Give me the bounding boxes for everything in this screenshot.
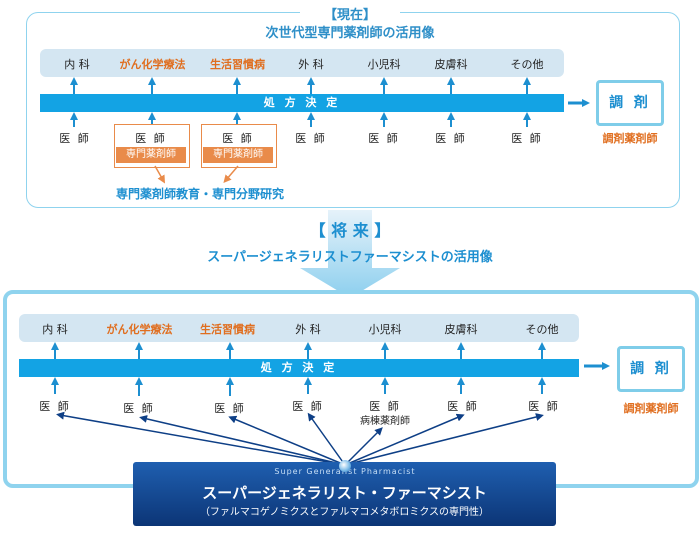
doctor-b5: 医 師 (369, 400, 401, 413)
current-title: 【現在】 (300, 4, 400, 23)
specialist-tag-1: 専門薬剤師 (116, 147, 186, 163)
doctor-1: 医 師 (59, 132, 91, 145)
current-subtitle: 次世代型専門薬剤師の活用像 (265, 26, 435, 41)
doctor-b1: 医 師 (39, 400, 71, 413)
sgp-radiating-arrows (56, 411, 544, 466)
dept-chemotherapy-b: がん化学療法 (106, 323, 173, 336)
dept-dermatology: 皮膚科 (434, 58, 468, 71)
dept-other-b: その他 (525, 323, 559, 336)
doctor-b7: 医 師 (528, 400, 560, 413)
doctor-7: 医 師 (511, 132, 543, 145)
prescription-decision-bar-top: 処 方 決 定 (40, 94, 564, 112)
dept-surgery-b: 外 科 (295, 323, 321, 336)
dept-up-arrows-bottom (51, 342, 546, 359)
decision-up-arrows-bottom (51, 377, 546, 396)
dept-surgery: 外 科 (298, 58, 324, 71)
dispensing-pharmacist-top: 調剤薬剤師 (602, 132, 658, 145)
bottom-arrows-layer (51, 342, 610, 466)
dept-internal: 内 科 (64, 58, 90, 71)
dept-chemotherapy: がん化学療法 (119, 58, 186, 71)
dept-dermatology-b: 皮膚科 (444, 323, 478, 336)
dispensing-box-top: 調 剤 (596, 80, 664, 126)
ward-pharmacist: 病棟薬剤師 (360, 416, 410, 427)
doctor-5: 医 師 (368, 132, 400, 145)
doctor-4: 医 師 (295, 132, 327, 145)
prescription-decision-bar-bottom: 処 方 決 定 (19, 359, 579, 377)
sgp-title: スーパージェネラリスト・ファーマシスト (202, 484, 487, 502)
dispensing-box-bottom: 調 剤 (617, 346, 685, 392)
specialist-tag-2: 専門薬剤師 (203, 147, 273, 163)
dispensing-pharmacist-bottom: 調剤薬剤師 (623, 402, 679, 415)
super-generalist-box (133, 462, 556, 526)
doctor-6: 医 師 (435, 132, 467, 145)
doctor-b4: 医 師 (292, 400, 324, 413)
doctor-b2: 医 師 (123, 402, 155, 415)
top-arrows-layer (70, 77, 590, 184)
dept-pediatrics-b: 小児科 (368, 323, 402, 336)
dept-internal-b: 内 科 (42, 323, 68, 336)
dept-lifestyle-b: 生活習慣病 (200, 323, 255, 336)
doctor-b3: 医 師 (214, 402, 246, 415)
decision-up-arrows-top (70, 112, 531, 127)
dept-up-arrows-top (70, 77, 531, 94)
education-arrows (154, 165, 239, 184)
department-band-bottom (19, 314, 579, 342)
doctor-3: 医 師 (222, 132, 254, 145)
education-note: 専門薬剤師教育・専門分野研究 (115, 187, 284, 201)
doctor-2: 医 師 (135, 132, 167, 145)
future-subtitle: スーパージェネラリストファーマシストの活用像 (207, 250, 493, 265)
sgp-subtitle: （ファルマコゲノミクスとファルマコメタボロミクスの専門性） (199, 507, 490, 518)
dept-other: その他 (510, 58, 544, 71)
dept-pediatrics: 小児科 (367, 58, 401, 71)
department-band-top (40, 49, 564, 77)
doctor-b6: 医 師 (447, 400, 479, 413)
down-flow-arrow (300, 210, 400, 298)
sgp-globe-icon (339, 460, 351, 472)
dept-lifestyle: 生活習慣病 (210, 58, 265, 71)
future-title: 【 将 来 】 (309, 221, 391, 240)
